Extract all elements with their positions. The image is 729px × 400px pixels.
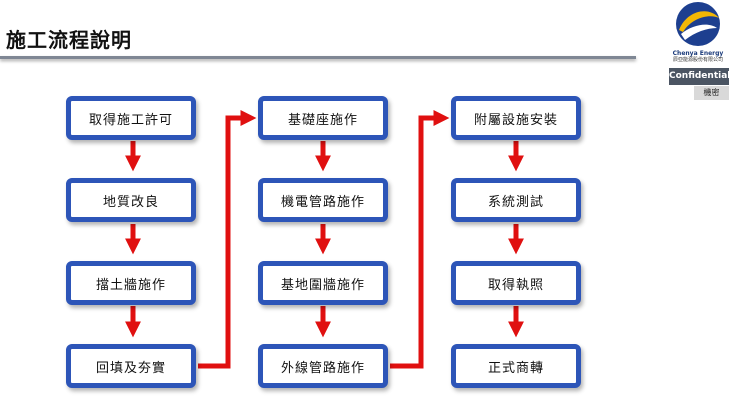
brand-name: Chenya Energy 辰亞能源股份有限公司 xyxy=(667,50,729,64)
flow-step-c2-2: 機電管路施作 xyxy=(258,178,388,222)
arrow-connector-1 xyxy=(198,109,257,369)
arrow-connector-2 xyxy=(390,109,450,369)
brand-subtitle: 辰亞能源股份有限公司 xyxy=(672,57,723,63)
flow-step-c2-3: 基地圍牆施作 xyxy=(258,261,388,305)
flow-step-c1-2: 地質改良 xyxy=(66,178,196,222)
flow-step-c3-4: 正式商轉 xyxy=(451,344,581,388)
confidential-badge: Confidential xyxy=(669,68,729,85)
flow-step-c1-1: 取得施工許可 xyxy=(66,96,196,140)
flow-step-c1-3: 擋土牆施作 xyxy=(66,261,196,305)
title-divider xyxy=(0,56,636,59)
flow-step-c3-3: 取得執照 xyxy=(451,261,581,305)
page-title: 施工流程說明 xyxy=(6,28,132,52)
company-logo-icon xyxy=(676,2,720,46)
flow-step-c1-4: 回填及夯實 xyxy=(66,344,196,388)
secret-badge: 機密 xyxy=(694,86,729,100)
flow-step-c3-2: 系統測試 xyxy=(451,178,581,222)
flow-step-c2-4: 外線管路施作 xyxy=(258,344,388,388)
flow-step-c3-1: 附屬設施安裝 xyxy=(451,96,581,140)
flow-step-c2-1: 基礎座施作 xyxy=(258,96,388,140)
